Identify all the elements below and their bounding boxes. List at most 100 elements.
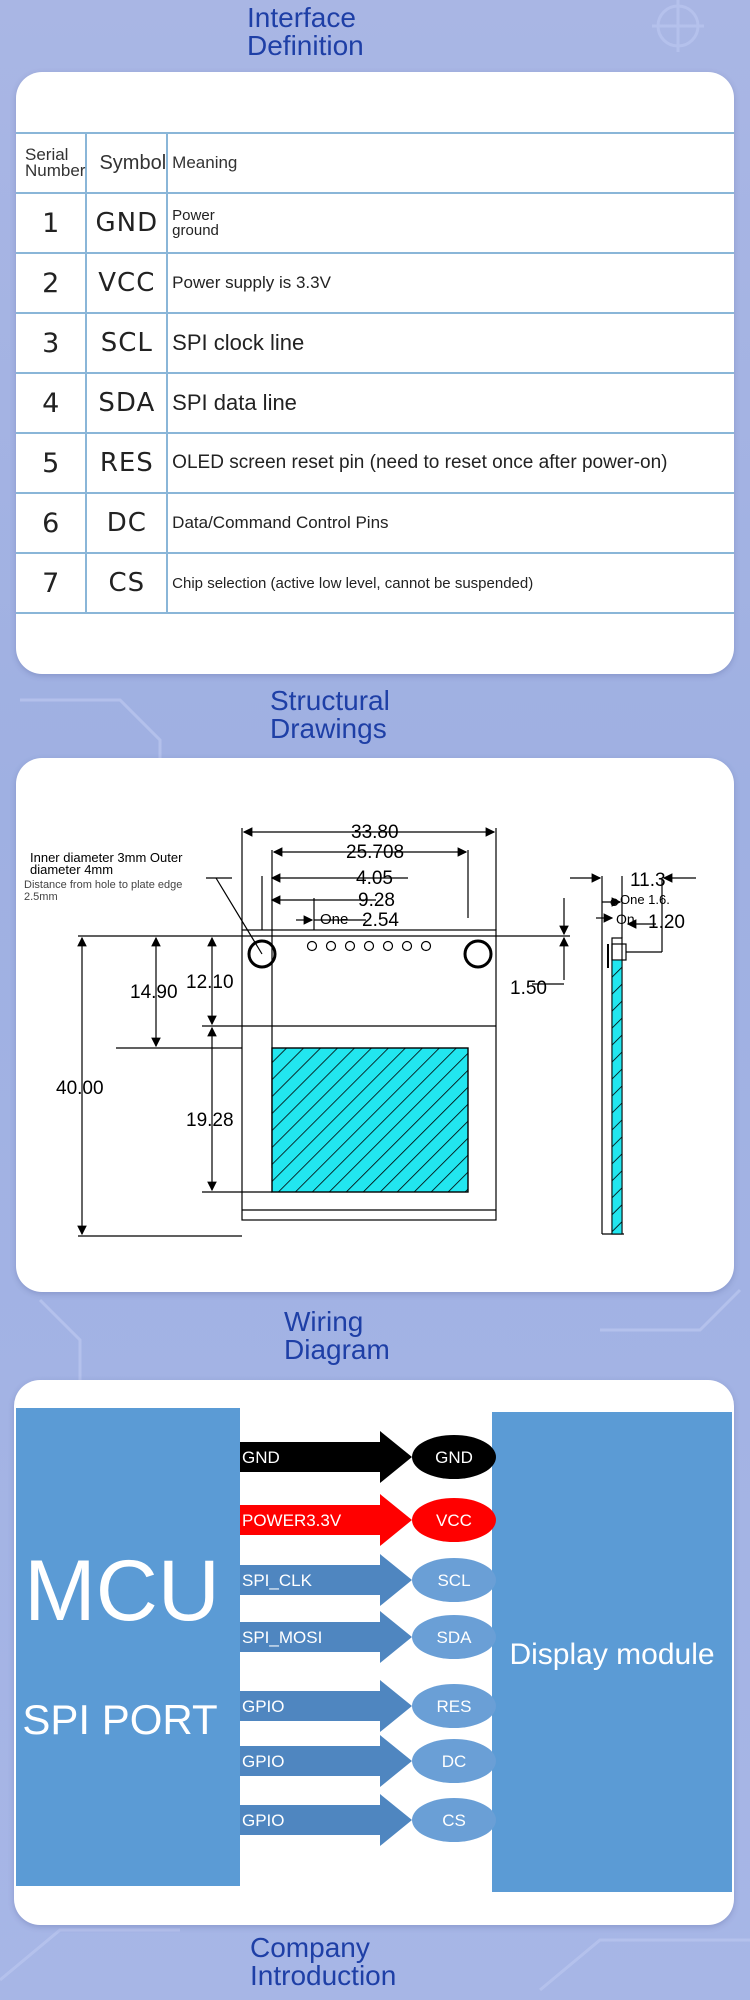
side-screen-area — [611, 959, 623, 1235]
table-row: 4 SDA SPI data line — [16, 372, 734, 434]
pin-oval — [412, 1798, 496, 1842]
table-row: 6 DC Data/Command Control Pins — [16, 492, 734, 554]
section-title-wiring: Wiring Diagram — [284, 1306, 390, 1365]
row-meaning: OLED screen reset pin (need to reset onc… — [166, 432, 734, 494]
header-symbol: Symbol — [85, 132, 169, 194]
signal-row: GPIO DC — [240, 1735, 496, 1787]
row-number: 4 — [16, 372, 88, 434]
spi-port-label: SPI PORT — [22, 1696, 217, 1743]
mcu-label: MCU — [24, 1543, 220, 1639]
pin-oval — [412, 1558, 496, 1602]
hole-note-1: Inner diameter 3mm Outer — [30, 850, 183, 865]
structural-drawing-card: Inner diameter 3mm Outer diameter 4mm Di… — [16, 758, 734, 1292]
signal-row: POWER3.3V VCC — [240, 1494, 496, 1546]
row-symbol: SDA — [85, 372, 169, 434]
signal-arrow — [240, 1794, 412, 1846]
dim-on: On — [616, 911, 635, 927]
interface-table-card: Serial Number Symbol Meaning 1 GND Power… — [16, 72, 734, 674]
table-row: 5 RES OLED screen reset pin (need to res… — [16, 432, 734, 494]
row-number: 3 — [16, 312, 88, 374]
mcu-signal-label: SPI_MOSI — [242, 1628, 322, 1647]
pin-oval — [412, 1498, 496, 1542]
row-symbol: CS — [85, 552, 169, 614]
table-row: 1 GND Power ground — [16, 192, 734, 254]
table-header-row: Serial Number Symbol Meaning — [16, 132, 734, 194]
mcu-signal-label: GND — [242, 1448, 280, 1467]
signal-row: GND GND — [240, 1431, 496, 1483]
row-number: 1 — [16, 192, 88, 254]
dim-one: One — [320, 911, 348, 928]
display-pin-label: SDA — [437, 1628, 473, 1647]
row-meaning: SPI data line — [166, 372, 734, 434]
display-module-label: Display module — [509, 1638, 714, 1671]
hole-note-4: 2.5mm — [24, 891, 58, 903]
dim-9-28: 9.28 — [358, 890, 395, 911]
section-title-company: Company Introduction — [250, 1932, 397, 1991]
table-row: 3 SCL SPI clock line — [16, 312, 734, 374]
table-row: 7 CS Chip selection (active low level, c… — [16, 552, 734, 614]
signal-arrow — [240, 1611, 412, 1663]
row-meaning: SPI clock line — [166, 312, 734, 374]
dim-2-54: 2.54 — [362, 910, 399, 931]
mcu-block — [16, 1408, 240, 1886]
hole-note-3: Distance from hole to plate edge — [24, 879, 182, 891]
display-pin-label: CS — [442, 1811, 466, 1830]
row-number: 5 — [16, 432, 88, 494]
mcu-signal-label: POWER3.3V — [242, 1511, 342, 1530]
signal-arrow — [240, 1431, 412, 1483]
signal-arrow — [240, 1680, 412, 1732]
row-symbol: DC — [85, 492, 169, 554]
section-title-interface: Interface Definition — [247, 2, 364, 61]
signal-arrow — [240, 1735, 412, 1787]
row-meaning: Chip selection (active low level, cannot… — [166, 552, 734, 614]
signal-arrow — [240, 1494, 412, 1546]
table-row: 2 VCC Power supply is 3.3V — [16, 252, 734, 314]
section-title-structural: Structural Drawings — [270, 685, 390, 744]
row-meaning: Power ground — [166, 192, 734, 254]
dim-33-80: 33.80 — [351, 822, 399, 843]
dim-25-708: 25.708 — [346, 842, 404, 863]
row-meaning: Power supply is 3.3V — [166, 252, 734, 314]
dim-o: O — [610, 897, 619, 909]
display-pin-label: RES — [437, 1697, 472, 1716]
header-meaning: Meaning — [166, 132, 734, 194]
pin-oval — [412, 1684, 496, 1728]
dim-14-90: 14.90 — [130, 982, 178, 1003]
row-meaning: Data/Command Control Pins — [166, 492, 734, 554]
screen-area — [271, 1047, 469, 1193]
dim-1-50: 1.50 — [510, 978, 547, 999]
pin-oval — [412, 1615, 496, 1659]
pin-oval — [412, 1739, 496, 1783]
display-module-block — [492, 1412, 732, 1892]
row-symbol: VCC — [85, 252, 169, 314]
row-number: 2 — [16, 252, 88, 314]
header-serial-number: Serial Number — [16, 132, 88, 194]
row-number: 6 — [16, 492, 88, 554]
dim-12-10: 12.10 — [186, 972, 234, 993]
hole-note-2: diameter 4mm — [30, 862, 113, 877]
mcu-signal-label: GPIO — [242, 1752, 285, 1771]
row-symbol: GND — [85, 192, 169, 254]
dim-19-28: 19.28 — [186, 1110, 234, 1131]
pin-oval — [412, 1435, 496, 1479]
row-number: 7 — [16, 552, 88, 614]
row-symbol: RES — [85, 432, 169, 494]
dim-one-1-6: One 1.6. — [620, 892, 670, 907]
wiring-diagram-card: MCU SPI PORT Display module GND GND POWER3… — [14, 1380, 734, 1925]
display-pin-label: DC — [442, 1752, 467, 1771]
signal-row: SPI_MOSI SDA — [240, 1611, 496, 1663]
display-pin-label: VCC — [436, 1511, 472, 1530]
dim-4-05: 4.05 — [356, 868, 393, 889]
display-pin-label: SCL — [437, 1571, 470, 1590]
row-symbol: SCL — [85, 312, 169, 374]
structural-drawing: Inner diameter 3mm Outer diameter 4mm Di… — [24, 822, 696, 1237]
dim-11-3: 11.3 — [630, 870, 666, 891]
signal-arrow — [240, 1554, 412, 1606]
mcu-signal-label: GPIO — [242, 1811, 285, 1830]
wiring-diagram: MCU SPI PORT Display module GND GND POWER3… — [16, 1408, 732, 1892]
dim-40-00: 40.00 — [56, 1078, 104, 1099]
display-pin-label: GND — [435, 1448, 473, 1467]
